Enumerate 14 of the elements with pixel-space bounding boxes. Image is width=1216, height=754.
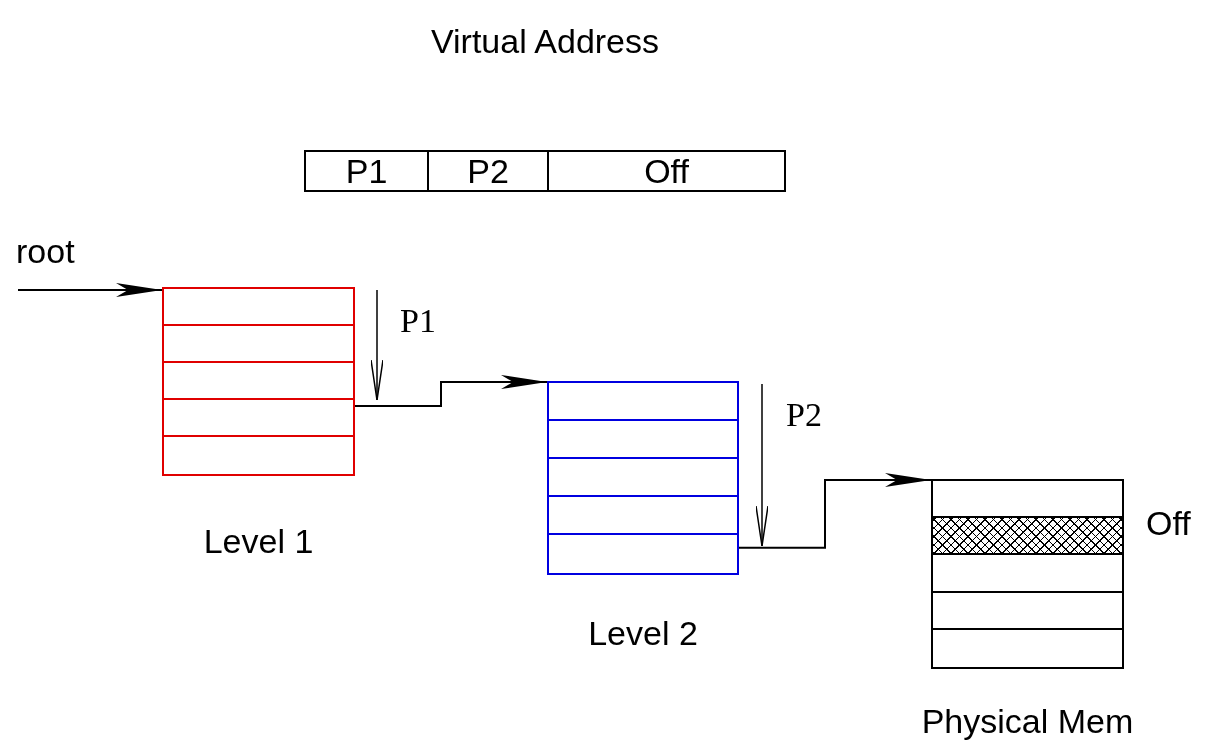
- offset-label: Off: [1146, 504, 1191, 543]
- arrow: [17, 283, 163, 297]
- index-label: P1: [400, 302, 436, 340]
- index-label: P2: [786, 396, 822, 434]
- table-caption: Level 2: [588, 614, 698, 653]
- arrow: [354, 375, 548, 408]
- address-title: Virtual Address: [430, 22, 660, 61]
- pointer-label: root: [16, 232, 75, 271]
- table-caption: Physical Mem: [921, 702, 1134, 741]
- table-caption: Level 1: [203, 522, 314, 561]
- address-field: P1: [306, 152, 429, 190]
- arrow: [738, 473, 932, 549]
- address-field: P2: [429, 152, 549, 190]
- address-field: Off: [549, 152, 784, 190]
